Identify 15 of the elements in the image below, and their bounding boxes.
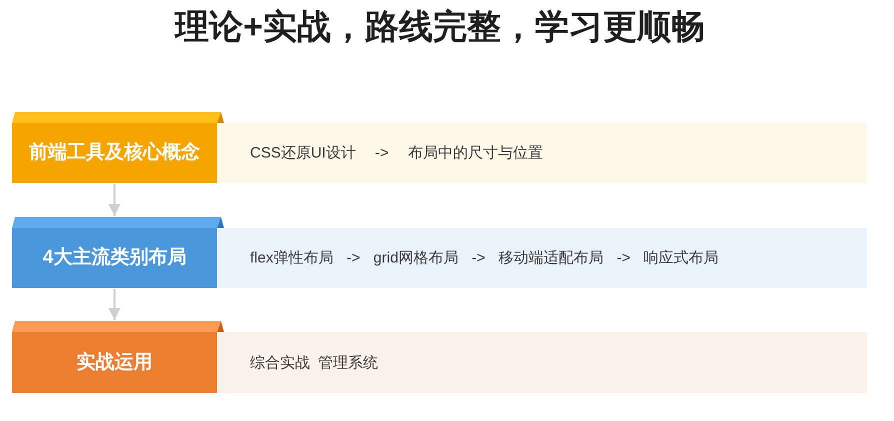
- title: 理论+实战，路线完整，学习更顺畅: [175, 7, 705, 48]
- step-panel: [217, 228, 867, 288]
- step-text: CSS还原UI设计 -> 布局中的尺寸与位置: [250, 144, 543, 162]
- step-text: 综合实战 管理系统: [250, 353, 378, 372]
- tab-box: [12, 217, 224, 288]
- tab-label: 4大主流类别布局: [42, 246, 186, 270]
- arrow: [108, 289, 120, 320]
- tab-box: [12, 112, 224, 183]
- tab-label: 前端工具及核心概念: [29, 141, 200, 165]
- step-text: flex弹性布局 -> grid网格布局 -> 移动端适配布局 -> 响应式布局: [250, 248, 719, 268]
- step-panel: [217, 332, 867, 393]
- tab-box: [12, 321, 224, 393]
- arrow: [108, 184, 120, 216]
- step-panel: [217, 123, 867, 183]
- tab-label: 实战运用: [76, 350, 152, 374]
